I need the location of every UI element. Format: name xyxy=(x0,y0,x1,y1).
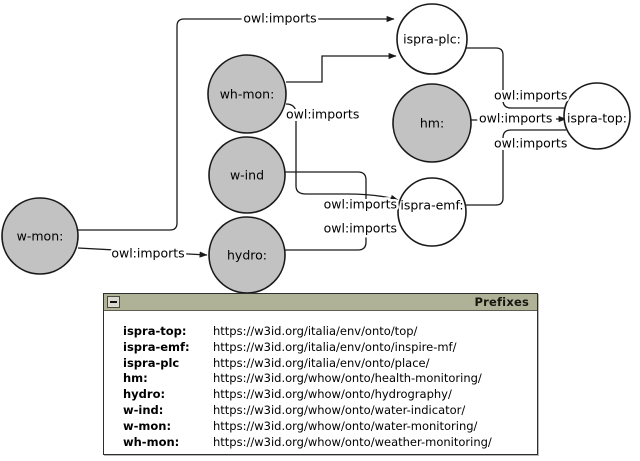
prefix-row: w-ind: https://w3id.org/whow/onto/water-… xyxy=(123,403,537,419)
edge-w-ind-to-ispra-emf xyxy=(285,171,367,206)
edge-labels: owl:imports owl:imports owl:imports owl:… xyxy=(109,8,570,263)
node-circle-w-ind[interactable] xyxy=(208,136,286,214)
prefixes-list: ispra-top: https://w3id.org/italia/env/o… xyxy=(104,311,537,450)
node-label-wh-mon: wh-mon: xyxy=(220,87,275,102)
node-circle-ispra-plc[interactable] xyxy=(396,3,468,75)
node-w-ind[interactable]: w-ind xyxy=(208,136,286,214)
prefix-row: w-mon: https://w3id.org/whow/onto/water-… xyxy=(123,419,537,435)
prefix-key: w-mon: xyxy=(123,418,172,433)
prefix-key: wh-mon: xyxy=(123,434,180,449)
edge-label-w-mon-ispra-plc: owl:imports xyxy=(243,11,316,26)
minimize-icon[interactable] xyxy=(107,296,120,308)
minus-glyph xyxy=(110,301,117,303)
prefixes-panel-title: Prefixes xyxy=(474,295,529,309)
edge-ispra-plc-to-ispra-top xyxy=(466,47,566,109)
prefix-url: https://w3id.org/whow/onto/water-indicat… xyxy=(213,402,466,417)
node-ispra-top[interactable]: ispra-top: xyxy=(563,82,631,150)
node-ispra-emf[interactable]: ispra-emf: xyxy=(397,177,467,247)
edge-label-hm-ispra-top: owl:imports xyxy=(479,111,552,126)
prefix-url: https://w3id.org/whow/onto/health-monito… xyxy=(213,371,482,386)
prefix-row: hydro: https://w3id.org/whow/onto/hydrog… xyxy=(123,387,537,403)
prefixes-panel: Prefixes ispra-top: https://w3id.org/ita… xyxy=(103,293,538,455)
node-circle-wh-mon[interactable] xyxy=(207,54,287,134)
edge-wh-mon-to-ispra-emf xyxy=(285,103,399,201)
node-label-ispra-plc: ispra-plc: xyxy=(403,32,461,47)
node-wh-mon[interactable]: wh-mon: xyxy=(207,54,287,134)
node-hydro[interactable]: hydro: xyxy=(208,216,286,294)
edge-ispra-emf-to-ispra-top xyxy=(466,129,566,206)
edge-label-ispra-emf-ispra-top: owl:imports xyxy=(494,136,567,151)
node-hm[interactable]: hm: xyxy=(392,83,472,163)
edge-hydro-to-ispra-emf xyxy=(285,224,399,251)
node-label-w-mon: w-mon: xyxy=(17,229,64,244)
prefix-key: w-ind: xyxy=(123,402,164,417)
prefix-url: https://w3id.org/whow/onto/hydrography/ xyxy=(213,387,452,402)
prefix-url: https://w3id.org/whow/onto/water-monitor… xyxy=(213,418,478,433)
edge-wh-mon-to-ispra-plc xyxy=(286,52,397,83)
node-label-hm: hm: xyxy=(420,116,444,131)
prefix-key: ispra-plc xyxy=(123,355,180,370)
prefix-row: wh-mon: https://w3id.org/whow/onto/weath… xyxy=(123,435,537,451)
prefix-url: https://w3id.org/italia/env/onto/inspire… xyxy=(213,339,457,354)
prefix-url: https://w3id.org/whow/onto/weather-monit… xyxy=(213,434,492,449)
prefix-url: https://w3id.org/italia/env/onto/place/ xyxy=(213,355,430,370)
node-circle-hm[interactable] xyxy=(392,83,472,163)
edge-w-mon-to-ispra-plc xyxy=(78,15,395,231)
prefix-key: ispra-top: xyxy=(123,324,187,338)
node-ispra-plc[interactable]: ispra-plc: xyxy=(396,3,468,75)
node-label-hydro: hydro: xyxy=(227,248,267,263)
edge-w-mon-to-hydro xyxy=(77,247,208,258)
prefix-key: ispra-emf: xyxy=(123,339,190,354)
prefix-row: ispra-plc https://w3id.org/italia/env/on… xyxy=(123,356,537,372)
edge-label-hydro-ispra-emf: owl:imports xyxy=(324,221,397,236)
node-label-ispra-top: ispra-top: xyxy=(567,111,627,126)
prefixes-panel-header: Prefixes xyxy=(104,294,537,311)
prefix-key: hm: xyxy=(123,371,148,386)
prefix-key: hydro: xyxy=(123,387,166,402)
edge-label-w-ind-ispra-emf: owl:imports xyxy=(324,197,397,212)
node-circle-ispra-top[interactable] xyxy=(563,82,631,150)
prefix-row: hm: https://w3id.org/whow/onto/health-mo… xyxy=(123,371,537,387)
node-label-w-ind: w-ind xyxy=(230,168,264,183)
node-circle-ispra-emf[interactable] xyxy=(397,177,467,247)
edge-label-wh-mon-ispra-emf: owl:imports xyxy=(286,107,359,122)
prefix-url: https://w3id.org/italia/env/onto/top/ xyxy=(213,324,418,338)
edge-label-ispra-plc-ispra-top: owl:imports xyxy=(494,88,567,103)
node-label-ispra-emf: ispra-emf: xyxy=(400,198,463,213)
prefix-row: ispra-emf: https://w3id.org/italia/env/o… xyxy=(123,340,537,356)
node-w-mon[interactable]: w-mon: xyxy=(1,197,79,275)
prefix-row: ispra-top: https://w3id.org/italia/env/o… xyxy=(123,324,537,340)
node-circle-w-mon[interactable] xyxy=(1,197,79,275)
edge-label-w-mon-hydro: owl:imports xyxy=(111,246,184,261)
